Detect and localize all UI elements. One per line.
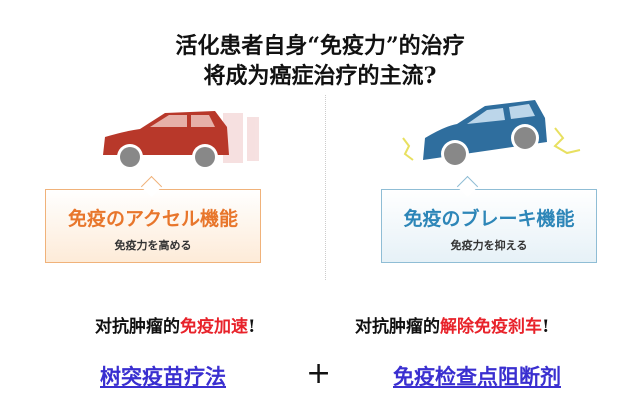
caption-highlight: 免疫加速 [180, 317, 248, 337]
caption-suffix: ! [248, 317, 256, 337]
dendritic-vaccine-link[interactable]: 树突疫苗疗法 [100, 364, 226, 389]
right-caption: 对抗肿瘤的解除免疫刹车! [355, 312, 549, 337]
plus-sign: + [306, 356, 332, 391]
checkpoint-inhibitor-link[interactable]: 免疫检查点阻断剂 [393, 364, 561, 389]
title-line-1: 活化患者自身“免疫力”的治疗 [175, 33, 465, 59]
caption-prefix: 对抗肿瘤的 [355, 317, 440, 337]
red-car-icon [103, 111, 259, 170]
divider [325, 95, 326, 280]
accelerator-panel: 免疫のアクセル機能 免疫力を高める [45, 175, 261, 263]
blue-car-icon [402, 100, 581, 168]
brake-panel: 免疫のブレーキ機能 免疫力を抑える [381, 175, 597, 263]
brake-heading: 免疫のブレーキ機能 [403, 208, 575, 230]
caption-suffix: ! [542, 317, 550, 337]
accelerator-subtext: 免疫力を高める [114, 239, 192, 252]
accelerator-heading: 免疫のアクセル機能 [67, 208, 239, 230]
left-caption: 对抗肿瘤的免疫加速! [95, 312, 255, 337]
caption-prefix: 对抗肿瘤的 [95, 317, 180, 337]
callout-pointer [140, 175, 163, 198]
callout-pointer [456, 175, 479, 198]
caption-highlight: 解除免疫刹车 [440, 317, 542, 337]
title-line-2: 将成为癌症治疗的主流? [203, 63, 437, 89]
brake-subtext: 免疫力を抑える [450, 239, 528, 252]
